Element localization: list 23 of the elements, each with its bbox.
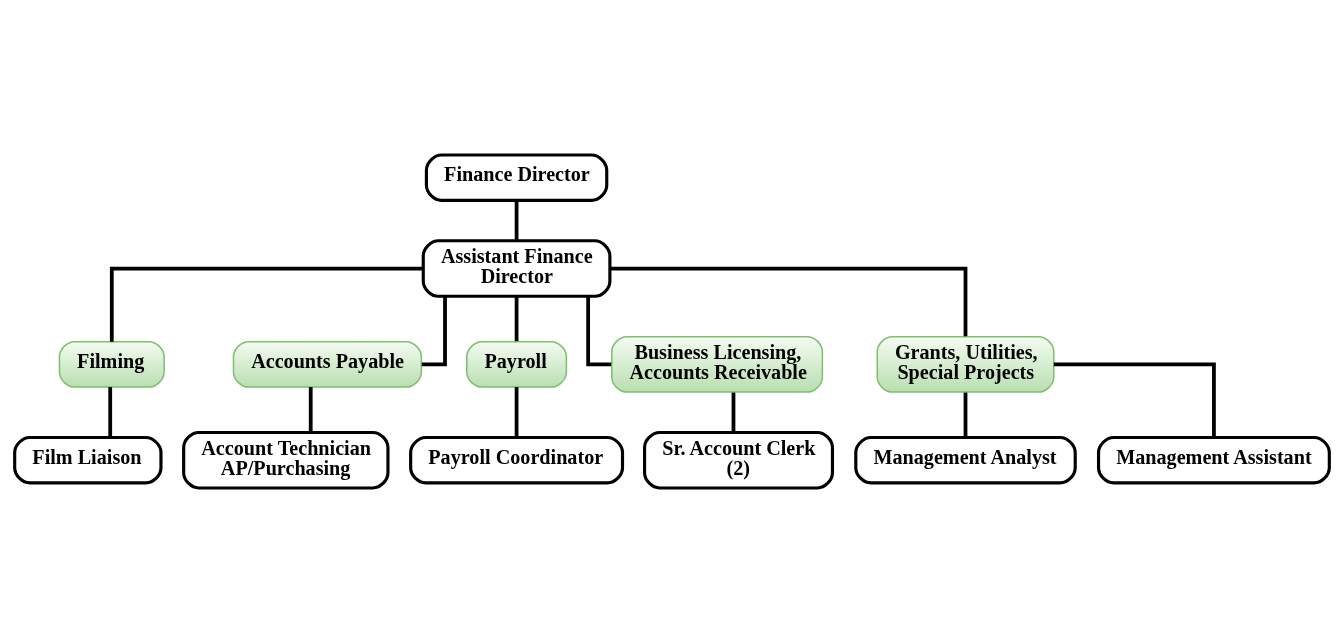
connector <box>308 387 313 433</box>
connector <box>963 392 968 437</box>
node-box: Film Liaison <box>13 435 163 485</box>
node-box: Sr. Account Clerk (2) <box>643 430 835 490</box>
connector <box>514 296 519 342</box>
connector <box>731 392 736 433</box>
connector <box>1053 362 1216 438</box>
node-box: Payroll Coordinator <box>409 435 625 485</box>
node-box: Accounts Payable <box>232 340 423 388</box>
connector <box>109 266 424 342</box>
connector <box>610 266 968 337</box>
connector <box>514 200 519 241</box>
node-box: Payroll <box>466 340 568 388</box>
node-box: Filming <box>58 340 165 388</box>
node-box: Management Analyst <box>854 435 1077 485</box>
node-box: Management Assistant <box>1096 435 1331 485</box>
node-box: Account Technician AP/Purchasing <box>182 430 390 490</box>
node-box: Assistant Finance Director <box>421 239 612 298</box>
node-box: Grants, Utilities, Special Projects <box>876 335 1055 393</box>
node-box: Business Licensing, Accounts Receivable <box>611 335 824 393</box>
connector <box>514 387 519 438</box>
node-box: Finance Director <box>424 153 609 202</box>
connector <box>108 387 113 438</box>
